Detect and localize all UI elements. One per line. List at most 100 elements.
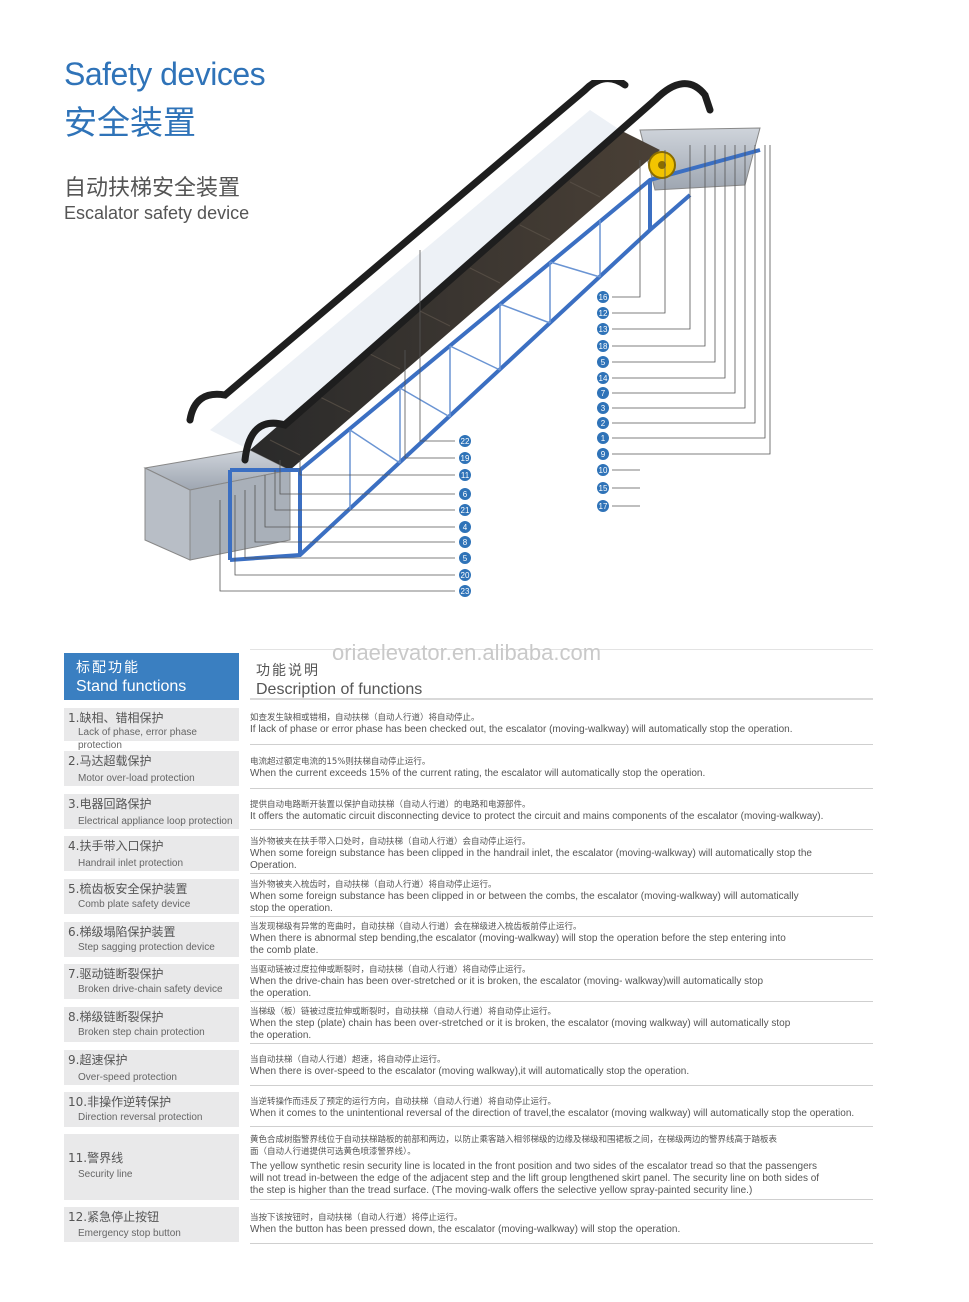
row-label-cn: 10.非操作逆转保护: [68, 1095, 172, 1109]
row-desc-cn: 电流超过额定电流的15%则扶梯自动停止运行。: [250, 757, 431, 767]
callout-label: 6: [463, 490, 468, 499]
page-title-cn: 安全装置: [64, 103, 196, 142]
handrail-left: [186, 80, 629, 424]
table-row-description: 当驱动链被过度拉伸或断裂时，自动扶梯（自动人行道）将自动停止运行。 When t…: [250, 964, 873, 1002]
row-label-en: Direction reversal protection: [78, 1112, 203, 1123]
row-desc-cn: 当自动扶梯（自动人行道）超速，将自动停止运行。: [250, 1055, 446, 1065]
callout-label: 18: [599, 342, 608, 351]
row-label-cn: 5.梳齿板安全保护装置: [68, 882, 188, 896]
callout-label: 10: [599, 466, 608, 475]
row-desc-en: When there is over-speed to the escalato…: [250, 1066, 690, 1077]
table-row-description: 当梯级（板）链被过度拉伸或断裂时，自动扶梯（自动人行道）将自动停止运行。 Whe…: [250, 1006, 873, 1044]
table-row-label: 12.紧急停止按钮 Emergency stop button: [64, 1207, 239, 1242]
row-desc-cn: 当外物被夹在扶手带入口处时，自动扶梯（自动人行道）会自动停止运行。: [250, 837, 531, 847]
row-desc-cn: 如查发生缺相或错相，自动扶梯（自动人行道）将自动停止。: [250, 713, 480, 723]
table-row-label: 8.梯级链断裂保护 Broken step chain protection: [64, 1007, 239, 1042]
row-label-cn: 8.梯级链断裂保护: [68, 1010, 164, 1024]
row-label-en: Broken drive-chain safety device: [78, 984, 223, 995]
row-label-cn: 6.梯级塌陷保护装置: [68, 925, 176, 939]
row-desc-en: When some foreign substance has been cli…: [250, 848, 812, 871]
subtitle-en: Escalator safety device: [64, 203, 250, 223]
row-label-en: Step sagging protection device: [78, 942, 215, 953]
row-label-en: Comb plate safety device: [78, 899, 191, 910]
row-label-cn: 11.警界线: [68, 1151, 124, 1165]
table-row-label: 5.梳齿板安全保护装置 Comb plate safety device: [64, 879, 239, 914]
table-row-description: 如查发生缺相或错相，自动扶梯（自动人行道）将自动停止。 If lack of p…: [250, 712, 873, 745]
col-header-functions-cn: 标配功能: [76, 660, 140, 676]
row-label-cn: 9.超速保护: [68, 1053, 128, 1067]
table-row-label: 7.驱动链断裂保护 Broken drive-chain safety devi…: [64, 964, 239, 999]
row-desc-cn: 提供自动电路断开装置以保护自动扶梯（自动人行道）的电路和电源部件。: [250, 800, 531, 810]
table-row-label: 2.马达超载保护 Motor over-load protection: [64, 751, 239, 786]
row-label-cn: 1.缺相、错相保护: [68, 711, 164, 725]
row-label-en: Lack of phase, error phase protection: [78, 727, 197, 751]
callout-label: 9: [601, 450, 606, 459]
callout-label: 5: [601, 358, 606, 367]
col-header-functions: 标配功能 Stand functions: [64, 653, 239, 700]
row-desc-cn: 当驱动链被过度拉伸或断裂时，自动扶梯（自动人行道）将自动停止运行。: [250, 965, 531, 975]
row-desc-cn: 当发现梯级有异常的弯曲时，自动扶梯（自动人行道）会在梯级进入梳齿板前停止运行。: [250, 922, 582, 932]
table-row-label: 4.扶手带入口保护 Handrail inlet protection: [64, 836, 239, 871]
row-label-en: Security line: [78, 1169, 133, 1180]
row-label-en: Electrical appliance loop protection: [78, 816, 233, 827]
callout-label: 14: [599, 374, 608, 383]
callout-label: 13: [599, 325, 608, 334]
callout-label: 21: [461, 506, 470, 515]
header-top-rule: [250, 649, 873, 650]
table-row-description: 黄色合成树脂警界线位于自动扶梯踏板的前部和两边，以防止乘客踏入相邻梯级的边缘及梯…: [250, 1134, 873, 1200]
callout-label: 17: [599, 502, 608, 511]
row-desc-en: If lack of phase or error phase has been…: [250, 724, 793, 735]
table-row-label: 3.电器回路保护 Electrical appliance loop prote…: [64, 794, 239, 829]
table-row-label: 9.超速保护 Over-speed protection: [64, 1050, 239, 1085]
callout-label: 16: [599, 293, 608, 302]
table-row-description: 当发现梯级有异常的弯曲时，自动扶梯（自动人行道）会在梯级进入梳齿板前停止运行。 …: [250, 921, 873, 960]
row-desc-cn: 当按下该按钮时，自动扶梯（自动人行道）将停止运行。: [250, 1213, 463, 1223]
table-row-label: 6.梯级塌陷保护装置 Step sagging protection devic…: [64, 922, 239, 957]
col-header-description: 功能说明 Description of functions: [250, 653, 873, 700]
row-label-cn: 4.扶手带入口保护: [68, 839, 164, 853]
page-title-en: Safety devices: [64, 56, 266, 92]
callout-label: 1: [601, 434, 606, 443]
table-row-label: 11.警界线 Security line: [64, 1134, 239, 1200]
table-row-description: 提供自动电路断开装置以保护自动扶梯（自动人行道）的电路和电源部件。 It off…: [250, 799, 873, 830]
row-desc-cn: 当外物被夹入梳齿时，自动扶梯（自动人行道）将自动停止运行。: [250, 880, 497, 890]
callouts-right: 16 12 13 18 5 14 7 3 2 1 9 10 15 17: [597, 291, 609, 512]
row-desc-en: When there is abnormal step bending,the …: [250, 933, 786, 956]
callouts-left: 22 19 11 6 21 4 8 5 20 23: [459, 435, 471, 597]
row-desc-en: When the drive-chain has been over-stret…: [250, 976, 764, 999]
row-desc-en: When the button has been pressed down, t…: [250, 1224, 681, 1235]
row-desc-en: It offers the automatic circuit disconne…: [250, 811, 824, 822]
col-header-description-cn: 功能说明: [256, 663, 320, 679]
table-row-description: 电流超过额定电流的15%则扶梯自动停止运行。 When the current …: [250, 756, 873, 789]
watermark: oriaelevator.en.alibaba.com: [332, 640, 602, 665]
row-desc-en: When the current exceeds 15% of the curr…: [250, 768, 706, 779]
row-label-cn: 7.驱动链断裂保护: [68, 967, 164, 981]
callout-label: 8: [463, 538, 468, 547]
row-desc-cn: 当逆转操作而违反了预定的运行方向，自动扶梯（自动人行道）将自动停止运行。: [250, 1097, 557, 1107]
callout-label: 20: [461, 571, 470, 580]
table-row-description: 当外物被夹在扶手带入口处时，自动扶梯（自动人行道）会自动停止运行。 When s…: [250, 836, 873, 874]
callout-label: 19: [461, 454, 470, 463]
row-label-en: Broken step chain protection: [78, 1027, 205, 1038]
table-row-description: 当逆转操作而违反了预定的运行方向，自动扶梯（自动人行道）将自动停止运行。 Whe…: [250, 1096, 873, 1127]
row-label-cn: 2.马达超载保护: [68, 754, 152, 768]
row-desc-cn: 当梯级（板）链被过度拉伸或断裂时，自动扶梯（自动人行道）将自动停止运行。: [250, 1007, 557, 1017]
row-desc-cn: 黄色合成树脂警界线位于自动扶梯踏板的前部和两边，以防止乘客踏入相邻梯级的边缘及梯…: [250, 1135, 778, 1157]
row-desc-en: The yellow synthetic resin security line…: [250, 1161, 820, 1196]
callout-label: 7: [601, 389, 606, 398]
callout-label: 11: [461, 471, 470, 480]
row-label-en: Handrail inlet protection: [78, 858, 184, 869]
escalator-steps: [250, 130, 660, 470]
row-desc-en: When it comes to the unintentional rever…: [250, 1108, 855, 1119]
callout-label: 15: [599, 484, 608, 493]
subtitle-cn: 自动扶梯安全装置: [64, 176, 241, 201]
row-label-en: Over-speed protection: [78, 1072, 177, 1083]
table-row-description: 当外物被夹入梳齿时，自动扶梯（自动人行道）将自动停止运行。 When some …: [250, 879, 873, 917]
row-desc-en: When the step (plate) chain has been ove…: [250, 1018, 791, 1041]
row-label-en: Motor over-load protection: [78, 773, 195, 784]
row-label-cn: 12.紧急停止按钮: [68, 1210, 160, 1224]
callout-label: 2: [601, 419, 606, 428]
table-row-label: 10.非操作逆转保护 Direction reversal protection: [64, 1092, 239, 1127]
col-header-description-en: Description of functions: [256, 681, 423, 698]
row-desc-en: When some foreign substance has been cli…: [250, 891, 799, 914]
